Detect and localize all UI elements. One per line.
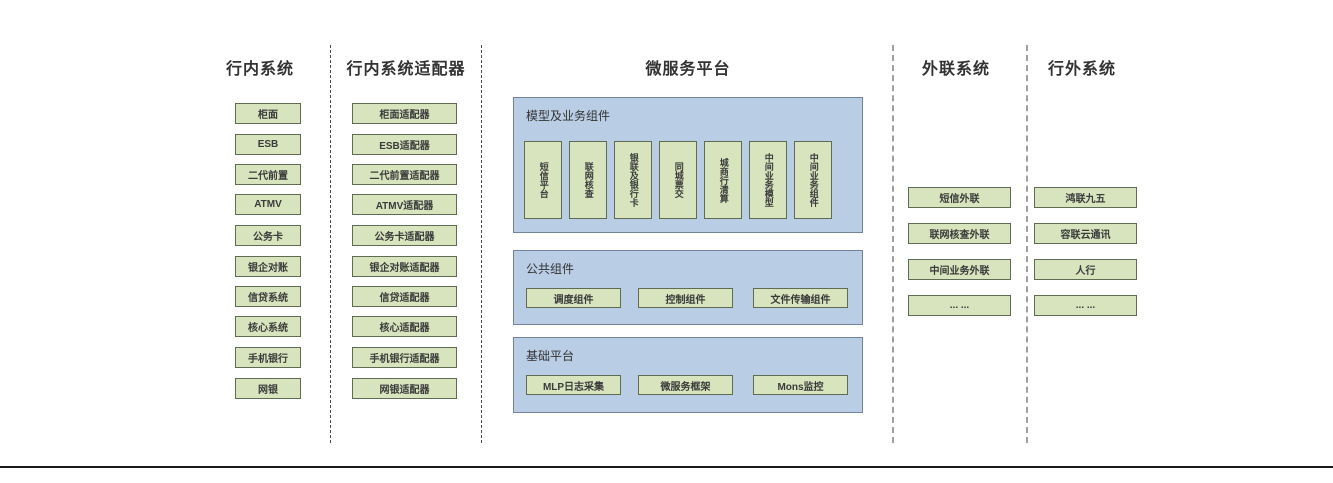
outside-system-box: 人行 (1034, 259, 1137, 280)
internal-system-box: 柜面 (235, 103, 301, 124)
column-separator-3 (892, 45, 894, 443)
adapter-box: 二代前置适配器 (352, 164, 457, 185)
column-title-adapters: 行内系统适配器 (346, 61, 466, 78)
internal-system-box: 银企对账 (235, 256, 301, 277)
column-separator-1 (330, 45, 331, 443)
model-component-box: 短信平台 (524, 141, 562, 219)
column-separator-2 (481, 45, 482, 443)
adapter-box: 银企对账适配器 (352, 256, 457, 277)
column-title-outside: 行外系统 (1047, 61, 1116, 78)
common-components-panel: 公共组件 调度组件 控制组件 文件传输组件 (513, 250, 863, 325)
column-separator-4 (1026, 45, 1028, 443)
model-component-box: 中间业务组件 (794, 141, 832, 219)
adapter-box: ATMV适配器 (352, 194, 457, 215)
column-title-internal: 行内系统 (225, 61, 294, 78)
outside-system-box: 鸿联九五 (1034, 187, 1137, 208)
external-link-box: 短信外联 (908, 187, 1011, 208)
adapter-box: 信贷适配器 (352, 286, 457, 307)
internal-system-box: 信贷系统 (235, 286, 301, 307)
adapter-box: 核心适配器 (352, 316, 457, 337)
common-component-box: 控制组件 (638, 288, 733, 308)
model-component-box: 同城票交 (659, 141, 697, 219)
column-title-platform: 微服务平台 (645, 61, 731, 78)
model-component-box: 银联及银行卡 (614, 141, 652, 219)
outside-system-box: ... ... (1034, 295, 1137, 316)
internal-system-box: 手机银行 (235, 347, 301, 368)
adapter-box: 手机银行适配器 (352, 347, 457, 368)
internal-system-box: 核心系统 (235, 316, 301, 337)
common-component-box: 调度组件 (526, 288, 621, 308)
external-link-box: 联网核查外联 (908, 223, 1011, 244)
adapter-box: ESB适配器 (352, 134, 457, 155)
adapter-box: 网银适配器 (352, 378, 457, 399)
adapter-box: 柜面适配器 (352, 103, 457, 124)
model-components-panel-title: 模型及业务组件 (526, 109, 611, 123)
base-platform-panel: 基础平台 MLP日志采集 微服务框架 Mons监控 (513, 337, 863, 413)
external-link-box: 中间业务外联 (908, 259, 1011, 280)
outside-system-box: 容联云通讯 (1034, 223, 1137, 244)
internal-system-box: ESB (235, 134, 301, 155)
model-component-box: 联网核查 (569, 141, 607, 219)
external-link-box: ... ... (908, 295, 1011, 316)
common-component-box: 文件传输组件 (753, 288, 848, 308)
internal-system-box: 二代前置 (235, 164, 301, 185)
base-platform-box: MLP日志采集 (526, 375, 621, 395)
base-platform-box: 微服务框架 (638, 375, 733, 395)
base-platform-box: Mons监控 (753, 375, 848, 395)
model-components-panel: 模型及业务组件 短信平台 联网核查 银联及银行卡 同城票交 城商行清算 中间业务… (513, 97, 863, 233)
bottom-rule (0, 466, 1333, 468)
column-title-external-link: 外联系统 (921, 61, 990, 78)
adapter-box: 公务卡适配器 (352, 225, 457, 246)
base-platform-panel-title: 基础平台 (526, 349, 575, 363)
internal-system-box: 网银 (235, 378, 301, 399)
common-components-panel-title: 公共组件 (526, 262, 575, 276)
internal-system-box: 公务卡 (235, 225, 301, 246)
model-component-box: 城商行清算 (704, 141, 742, 219)
model-component-box: 中间业务模型 (749, 141, 787, 219)
internal-system-box: ATMV (235, 194, 301, 215)
